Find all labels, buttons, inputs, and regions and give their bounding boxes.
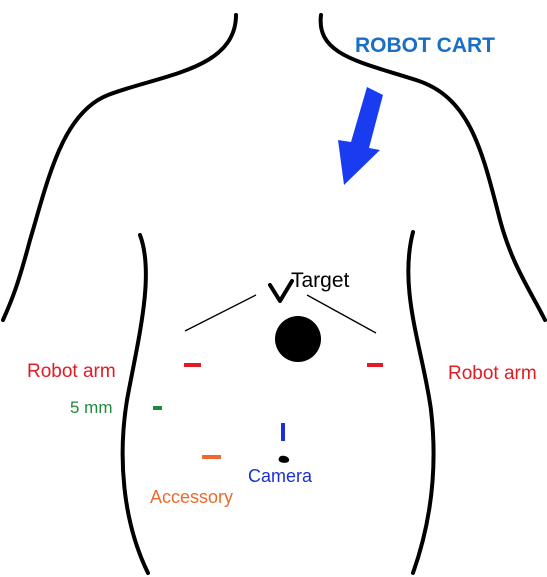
- navel-mark: [279, 456, 290, 463]
- arrow-down-left-icon: [338, 87, 383, 185]
- target-label: Target: [291, 270, 349, 291]
- five-mm-label: 5 mm: [70, 399, 113, 416]
- camera-label: Camera: [248, 467, 312, 485]
- accessory-label: Accessory: [150, 488, 233, 506]
- left-convergence-line: [185, 295, 256, 331]
- right-arm-gap-outline: [408, 232, 433, 573]
- robot-arm-right-label: Robot arm: [448, 364, 537, 383]
- torso-outline-left: [3, 15, 236, 320]
- chevron-v-icon: [270, 281, 292, 301]
- robot-cart-label: ROBOT CART: [355, 35, 495, 56]
- left-arm-gap-outline: [123, 235, 148, 573]
- robot-arm-left-label: Robot arm: [27, 362, 116, 381]
- target-circle: [275, 316, 321, 362]
